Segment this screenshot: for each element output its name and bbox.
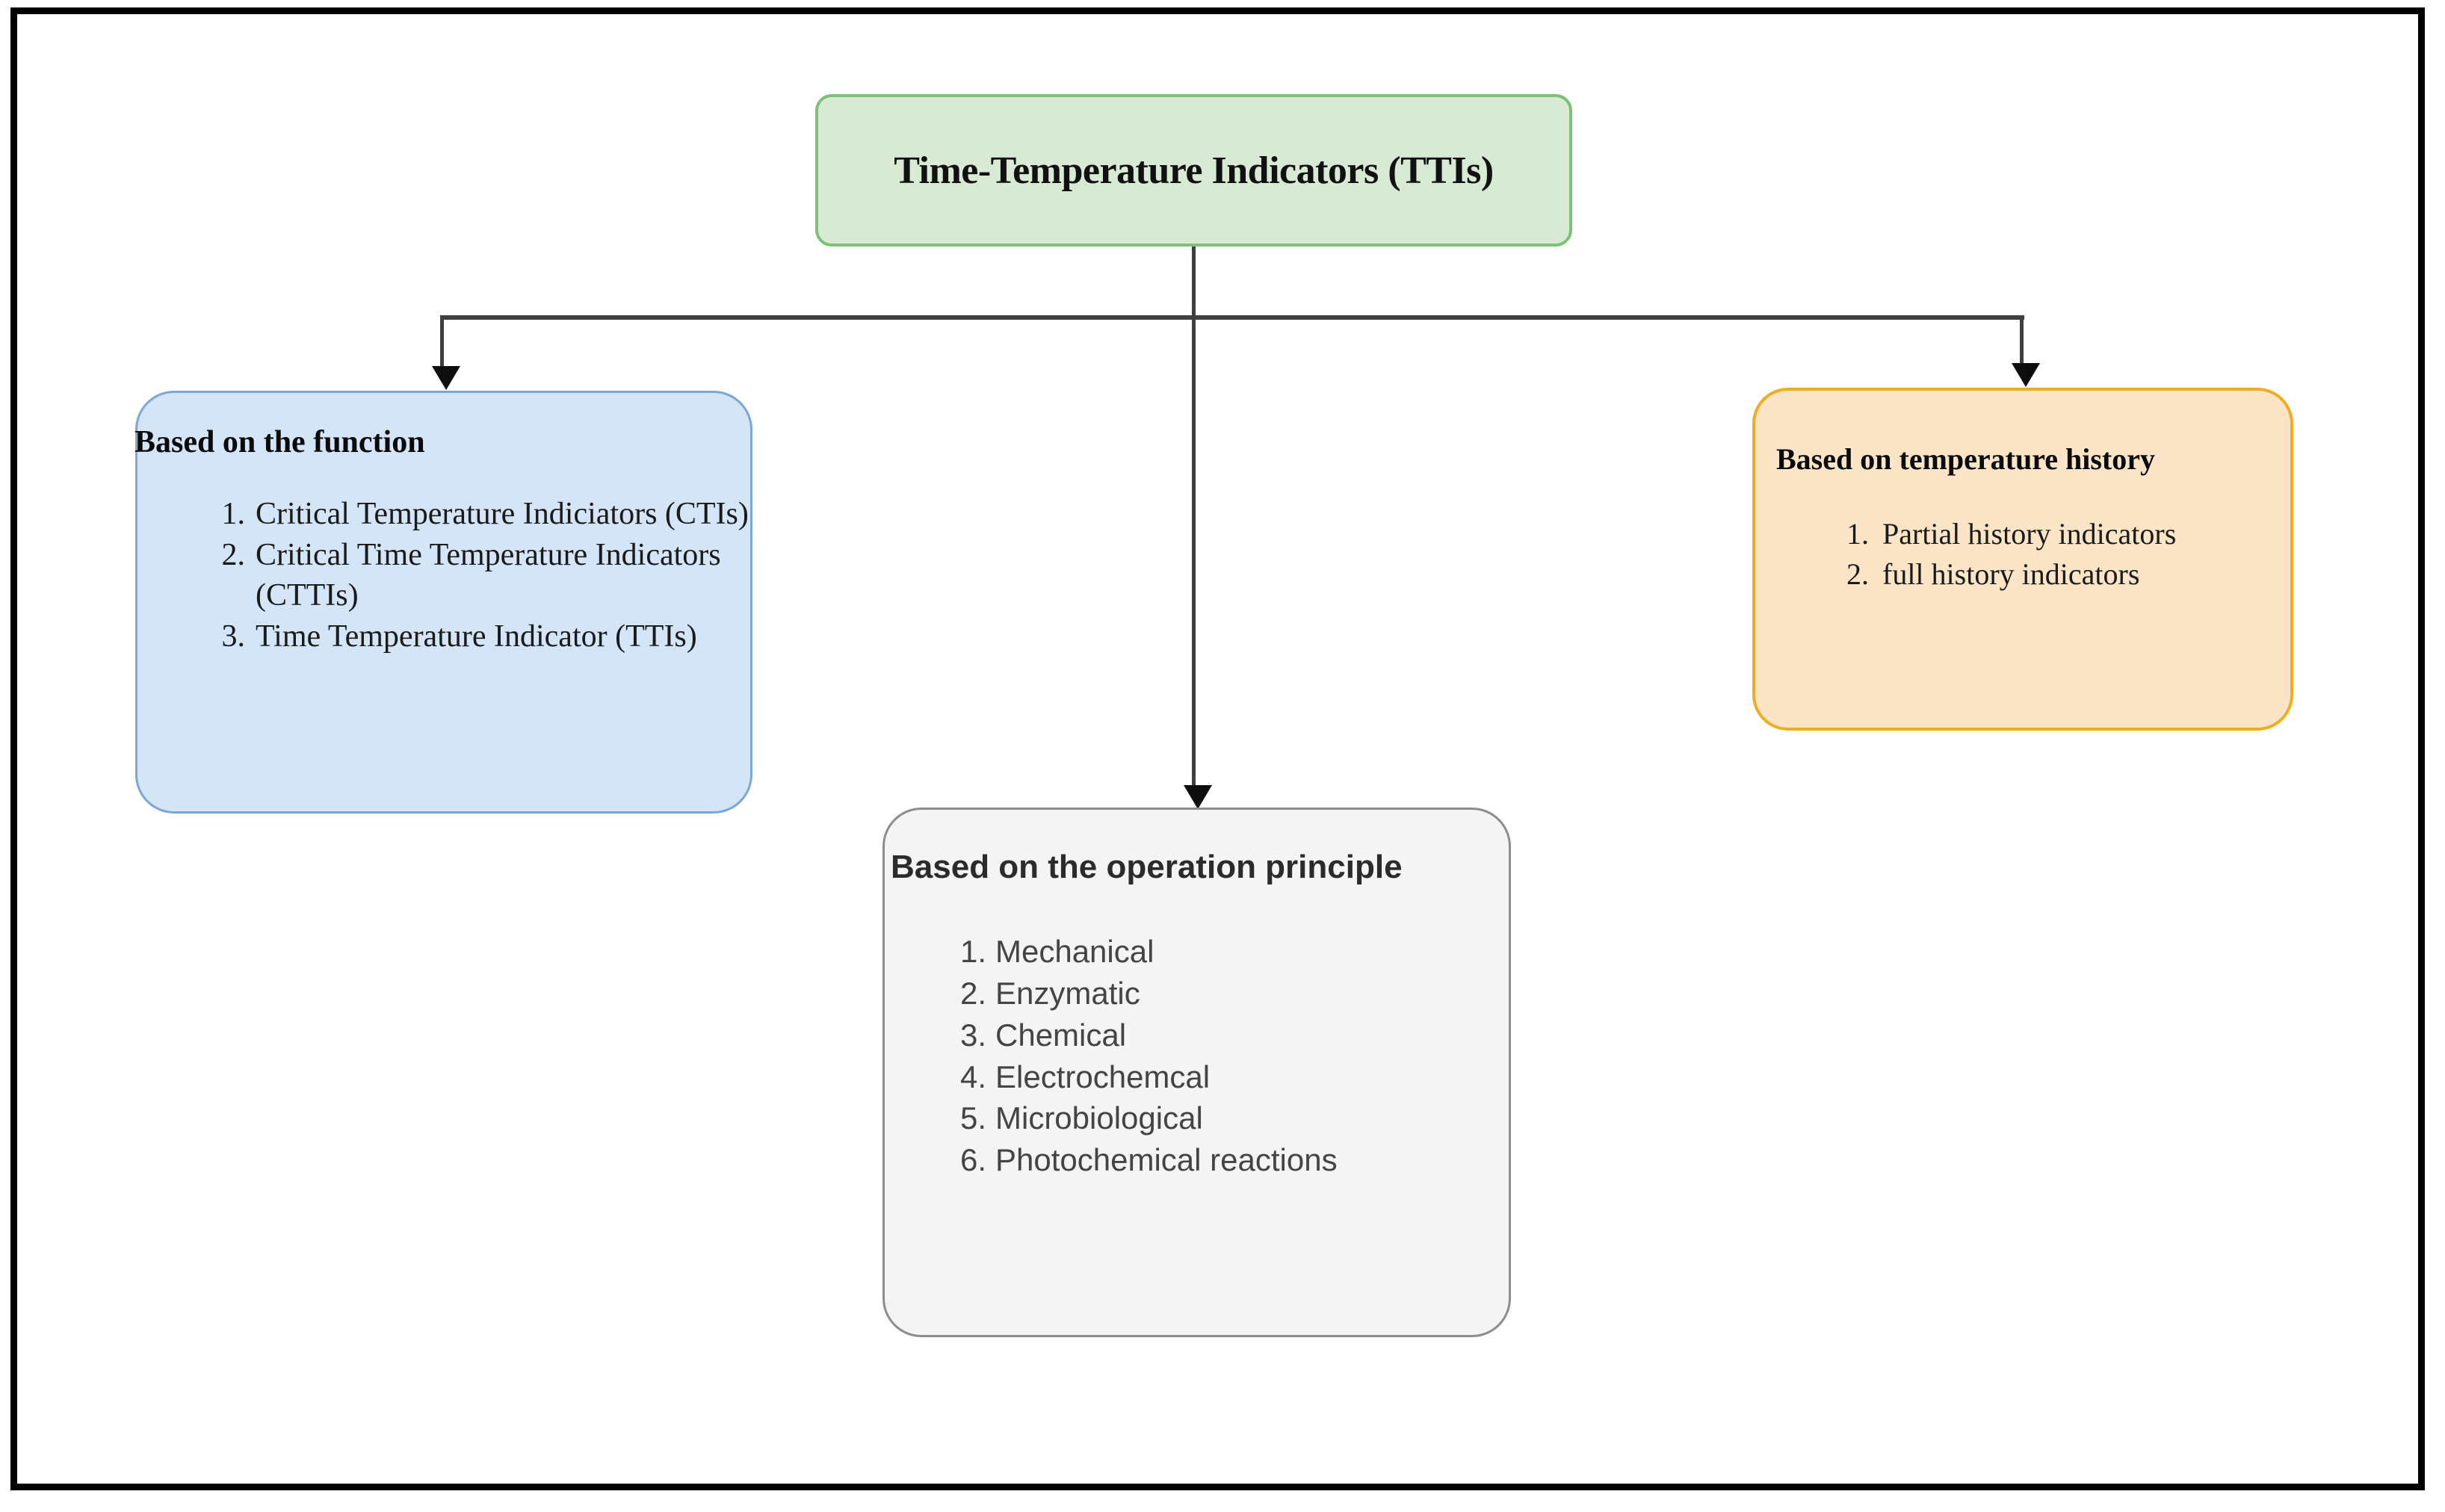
list-item-label: Critical Time Temperature Indicators (CT…: [256, 537, 721, 613]
list-item: 2. Critical Time Temperature Indicators …: [211, 535, 779, 616]
connector-horizontal-bus: [440, 315, 2024, 320]
arrow-head-to-history-icon: [2012, 363, 2040, 387]
list-item: 6. Photochemical reactions: [953, 1139, 1492, 1181]
list-item: 1. Partial history indicators: [1836, 514, 2284, 554]
root-title: Time-Temperature Indicators (TTIs): [894, 149, 1494, 192]
arrow-head-to-principle-icon: [1184, 785, 1212, 809]
connector-right-drop: [2020, 315, 2024, 368]
list-item-number: 1.: [1846, 517, 1869, 551]
list-item-number: 4.: [959, 1059, 986, 1094]
principle-heading: Based on the operation principle: [891, 849, 1403, 885]
list-item-number: 2.: [1846, 557, 1869, 592]
list-item-label: Time Temperature Indicator (TTIs): [256, 619, 697, 654]
connector-root-stem: [1192, 247, 1196, 318]
list-item-label: full history indicators: [1882, 557, 2140, 592]
list-item-label: Photochemical reactions: [995, 1142, 1338, 1178]
arrow-head-to-function-icon: [432, 366, 460, 390]
list-item: 2. Enzymatic: [953, 973, 1492, 1014]
function-list: 1. Critical Temperature Indiciators (CTI…: [211, 494, 779, 657]
principle-list: 1. Mechanical 2. Enzymatic 3. Chemical 4…: [953, 931, 1492, 1181]
history-list: 1. Partial history indicators 2. full hi…: [1836, 514, 2284, 595]
list-item-label: Critical Temperature Indiciators (CTIs): [256, 497, 749, 531]
list-item-number: 1.: [221, 497, 246, 531]
connector-left-drop: [440, 315, 444, 369]
list-item-label: Mechanical: [995, 934, 1155, 969]
list-item: 1. Critical Temperature Indiciators (CTI…: [211, 494, 779, 535]
list-item-number: 2.: [959, 975, 986, 1011]
list-item-label: Electrochemcal: [995, 1059, 1211, 1094]
list-item-number: 2.: [221, 537, 246, 572]
list-item: 2. full history indicators: [1836, 554, 2284, 595]
list-item: 3. Time Temperature Indicator (TTIs): [211, 616, 779, 657]
connector-center-drop: [1192, 315, 1196, 787]
list-item-number: 3.: [221, 619, 246, 654]
list-item-number: 6.: [959, 1142, 986, 1178]
node-based-on-temperature-history[interactable]: Based on temperature history 1. Partial …: [1752, 388, 2293, 731]
diagram-frame: Time-Temperature Indicators (TTIs) Based…: [10, 7, 2425, 1490]
list-item-label: Partial history indicators: [1882, 517, 2177, 551]
node-based-on-function[interactable]: Based on the function 1. Critical Temper…: [135, 391, 752, 814]
list-item-label: Chemical: [995, 1017, 1127, 1053]
function-heading: Based on the function: [135, 425, 425, 459]
list-item-number: 5.: [959, 1100, 986, 1136]
list-item: 5. Microbiological: [953, 1097, 1492, 1139]
list-item-number: 3.: [959, 1017, 986, 1053]
list-item-label: Enzymatic: [995, 975, 1140, 1011]
list-item: 1. Mechanical: [953, 931, 1492, 973]
node-root-ttis[interactable]: Time-Temperature Indicators (TTIs): [815, 94, 1572, 247]
history-heading: Based on temperature history: [1776, 442, 2155, 476]
node-based-on-operation-principle[interactable]: Based on the operation principle 1. Mech…: [883, 808, 1511, 1337]
list-item: 4. Electrochemcal: [953, 1056, 1492, 1098]
list-item: 3. Chemical: [953, 1014, 1492, 1056]
list-item-label: Microbiological: [995, 1100, 1203, 1136]
list-item-number: 1.: [959, 934, 986, 969]
